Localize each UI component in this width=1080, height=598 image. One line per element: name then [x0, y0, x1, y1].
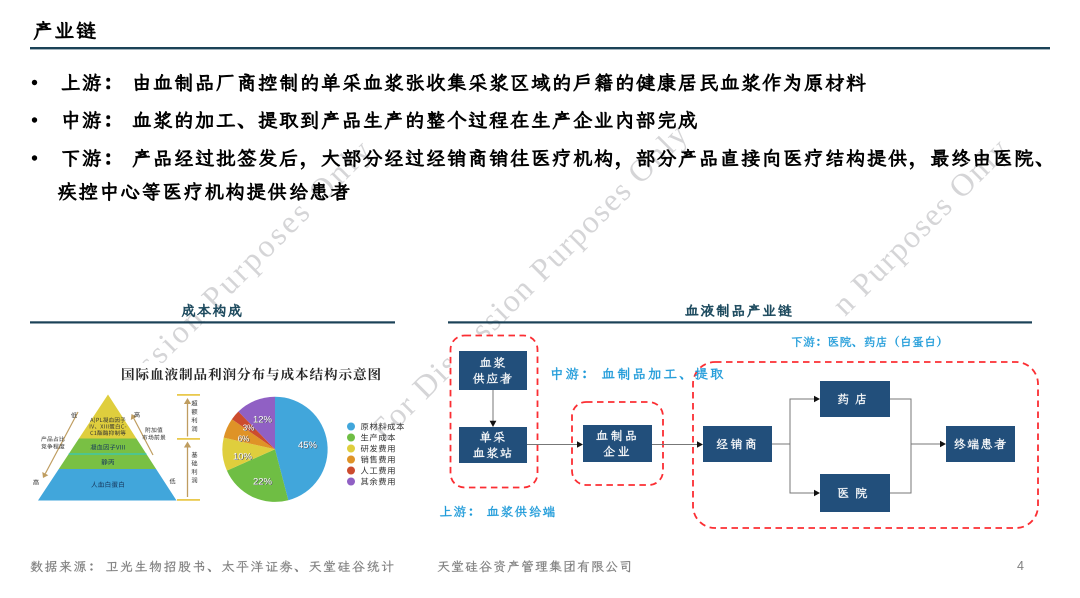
svg-text:22%: 22%: [254, 477, 274, 488]
svg-text:45%: 45%: [299, 441, 319, 452]
svg-text:4: 4: [1017, 559, 1024, 573]
svg-text:22%: 22%: [253, 477, 273, 488]
svg-text:12%: 12%: [253, 415, 273, 426]
svg-text:3%: 3%: [243, 424, 255, 433]
svg-text:45%: 45%: [298, 440, 318, 451]
svg-text:10%: 10%: [234, 452, 254, 463]
svg-text:10%: 10%: [233, 452, 253, 463]
svg-text:3%: 3%: [243, 424, 255, 433]
svg-text:6%: 6%: [238, 435, 250, 444]
svg-text:12%: 12%: [254, 415, 274, 426]
svg-text:6%: 6%: [238, 435, 250, 444]
